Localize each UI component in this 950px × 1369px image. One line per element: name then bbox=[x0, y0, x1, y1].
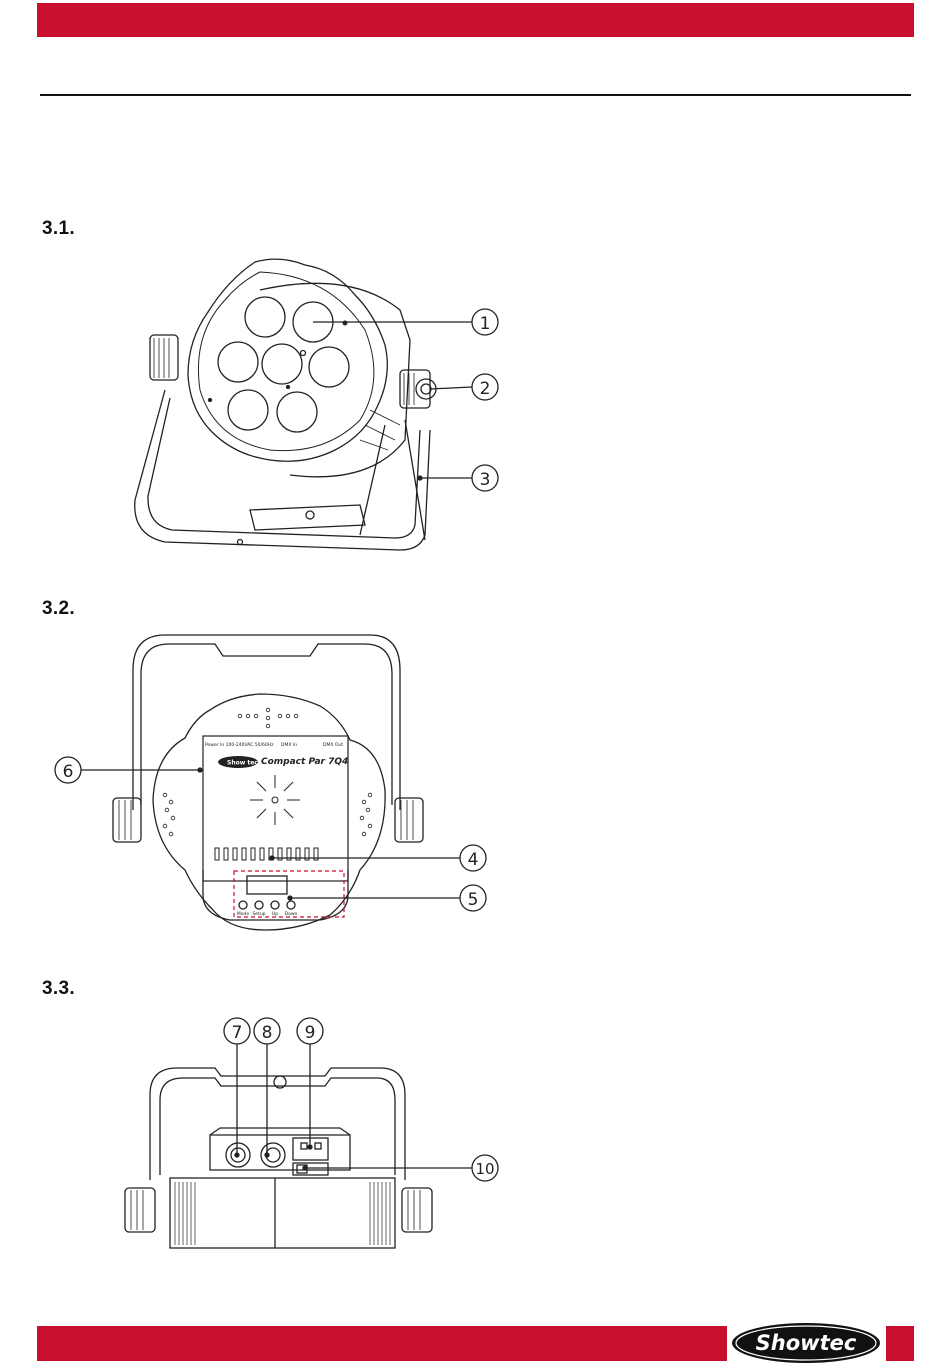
callout-9: 9 bbox=[305, 1023, 316, 1043]
callout-6: 6 bbox=[63, 762, 74, 782]
front-view-diagram: 1 2 3 bbox=[120, 250, 510, 570]
showtec-logo: Showtec bbox=[730, 1320, 882, 1366]
callout-8: 8 bbox=[262, 1023, 273, 1043]
panel-brand-text: Show tec bbox=[227, 760, 258, 767]
dmx-in-label: DMX In bbox=[281, 742, 297, 748]
mode-button-label: Mode bbox=[237, 911, 249, 917]
dmx-out-label: DMX Out bbox=[323, 742, 343, 748]
panel-model-text: Compact Par 7Q4 bbox=[261, 757, 348, 767]
section-heading-3-1: 3.1. bbox=[42, 218, 75, 240]
callout-3: 3 bbox=[480, 470, 491, 490]
callout-7: 7 bbox=[232, 1023, 243, 1043]
footer-bar-end bbox=[886, 1326, 914, 1361]
callout-4: 4 bbox=[468, 850, 479, 870]
footer-bar bbox=[37, 1326, 727, 1361]
logo-text: Showtec bbox=[756, 1331, 857, 1355]
power-in-label: Power In 100-240VAC 50/60Hz bbox=[205, 742, 274, 748]
callout-1: 1 bbox=[480, 314, 491, 334]
header-bar bbox=[37, 3, 914, 37]
header-rule bbox=[40, 94, 911, 96]
up-button-label: Up bbox=[272, 911, 278, 917]
rear-view-diagram: Power In 100-240VAC 50/60Hz DMX In DMX O… bbox=[35, 630, 505, 940]
section-heading-3-2: 3.2. bbox=[42, 598, 75, 620]
callout-2: 2 bbox=[480, 379, 491, 399]
down-button-label: Down bbox=[285, 911, 298, 917]
section-heading-3-3: 3.3. bbox=[42, 978, 75, 1000]
setup-button-label: Setup bbox=[252, 911, 265, 917]
bottom-view-diagram: 7 8 9 10 bbox=[115, 1010, 510, 1250]
callout-5: 5 bbox=[468, 890, 479, 910]
callout-10: 10 bbox=[475, 1160, 494, 1178]
